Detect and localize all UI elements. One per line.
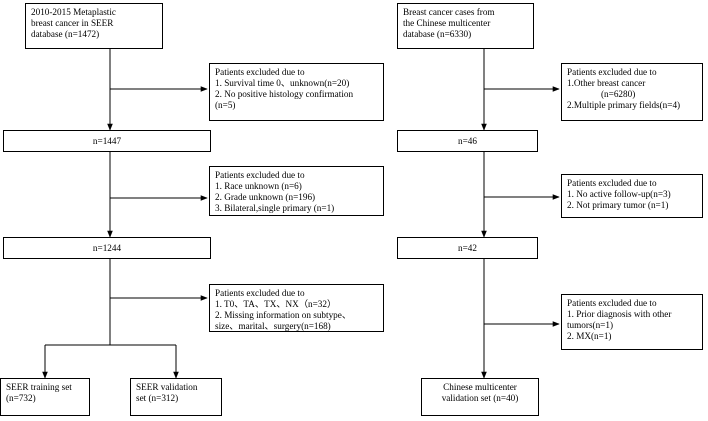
seer-exclusion-box-1: Patients excluded due to 1. Survival tim… (209, 63, 384, 121)
seer-count-box-2: n=1244 (3, 237, 211, 259)
seer-exclusion-2-line-3: 2. Grade unknown (n=196) (215, 192, 316, 202)
seer-exclusion-3-line-3: 2. Missing information on subtype、 (215, 310, 352, 320)
chinese-count-box-2: n=42 (397, 237, 538, 259)
seer-exclusion-3-line-1: Patients excluded due to (215, 288, 305, 298)
seer-exclusion-2-line-4: 3. Bilateral,single primary (n=1) (215, 203, 335, 213)
seer-count-box-1: n=1447 (3, 130, 211, 152)
chinese-count-box-1: n=46 (397, 130, 538, 152)
seer-training-line-2: (n=732) (6, 393, 36, 403)
chinese-count-1-text: n=46 (458, 135, 477, 146)
seer-validation-line-2: set (n=312) (136, 393, 179, 403)
seer-exclusion-2-line-1: Patients excluded due to (215, 170, 305, 180)
seer-count-1-text: n=1447 (92, 135, 122, 146)
chinese-count-2-text: n=42 (458, 242, 477, 253)
chinese-validation-line-1: Chinese multicenter (443, 382, 517, 392)
seer-exclusion-1-line-2: 1. Survival time 0、unknown(n=20) (215, 78, 350, 88)
seer-source-box: 2010-2015 Metaplastic breast cancer in S… (25, 3, 163, 49)
chinese-exclusion-1-line-4: 2.Multiple primary fields(n=4) (567, 100, 681, 110)
seer-source-line-1: 2010-2015 Metaplastic (31, 7, 116, 17)
seer-exclusion-1-line-4: (n=5) (215, 100, 236, 110)
seer-source-line-3: database (n=1472) (31, 29, 100, 39)
seer-count-2-text: n=1244 (92, 242, 122, 253)
seer-source-line-2: breast cancer in SEER (31, 18, 114, 28)
seer-exclusion-1-line-1: Patients excluded due to (215, 67, 305, 77)
chinese-exclusion-3-line-3: tumors(n=1) (567, 320, 614, 330)
seer-training-line-1: SEER training set (6, 382, 72, 392)
seer-validation-line-1: SEER validation (136, 382, 198, 392)
chinese-source-line-2: the Chinese multicenter (403, 18, 491, 28)
chinese-validation-line-2: validation set (n=40) (441, 393, 519, 403)
seer-exclusion-2-line-2: 1. Race unknown (n=6) (215, 181, 302, 191)
chinese-exclusion-box-1: Patients excluded due to 1.Other breast … (561, 63, 703, 121)
seer-validation-set-box: SEER validation set (n=312) (130, 378, 222, 416)
seer-exclusion-1-line-3: 2. No positive histology confirmation (215, 89, 354, 99)
chinese-exclusion-2-line-2: 1. No active follow-up(n=3) (567, 189, 671, 199)
chinese-exclusion-2-line-1: Patients excluded due to (567, 178, 657, 188)
chinese-exclusion-3-line-1: Patients excluded due to (567, 298, 657, 308)
seer-exclusion-3-line-2: 1. T0、TA、TX、NX（n=32） (215, 299, 337, 309)
chinese-source-line-3: database (n=6330) (403, 29, 472, 39)
seer-exclusion-box-2: Patients excluded due to 1. Race unknown… (209, 166, 384, 216)
chinese-exclusion-1-line-1: Patients excluded due to (567, 67, 657, 77)
chinese-exclusion-1-line-3: (n=6280) (601, 89, 636, 99)
seer-exclusion-box-3: Patients excluded due to 1. T0、TA、TX、NX（… (209, 284, 384, 332)
chinese-exclusion-3-line-4: 2. MX(n=1) (567, 331, 612, 341)
chinese-exclusion-1-line-2: 1.Other breast cancer (567, 78, 646, 88)
chinese-validation-set-box: Chinese multicenter validation set (n=40… (421, 378, 539, 416)
chinese-source-box: Breast cancer cases from the Chinese mul… (397, 3, 534, 49)
chinese-exclusion-2-line-3: 2. Not primary tumor (n=1) (567, 200, 669, 210)
chinese-exclusion-3-line-2: 1. Prior diagnosis with other (567, 309, 672, 319)
chinese-exclusion-box-2: Patients excluded due to 1. No active fo… (561, 174, 703, 218)
seer-training-set-box: SEER training set (n=732) (0, 378, 90, 416)
chinese-exclusion-box-3: Patients excluded due to 1. Prior diagno… (561, 294, 703, 350)
seer-exclusion-3-line-4: size、marital、surgery(n=168) (215, 321, 331, 331)
chinese-source-line-1: Breast cancer cases from (403, 7, 495, 17)
